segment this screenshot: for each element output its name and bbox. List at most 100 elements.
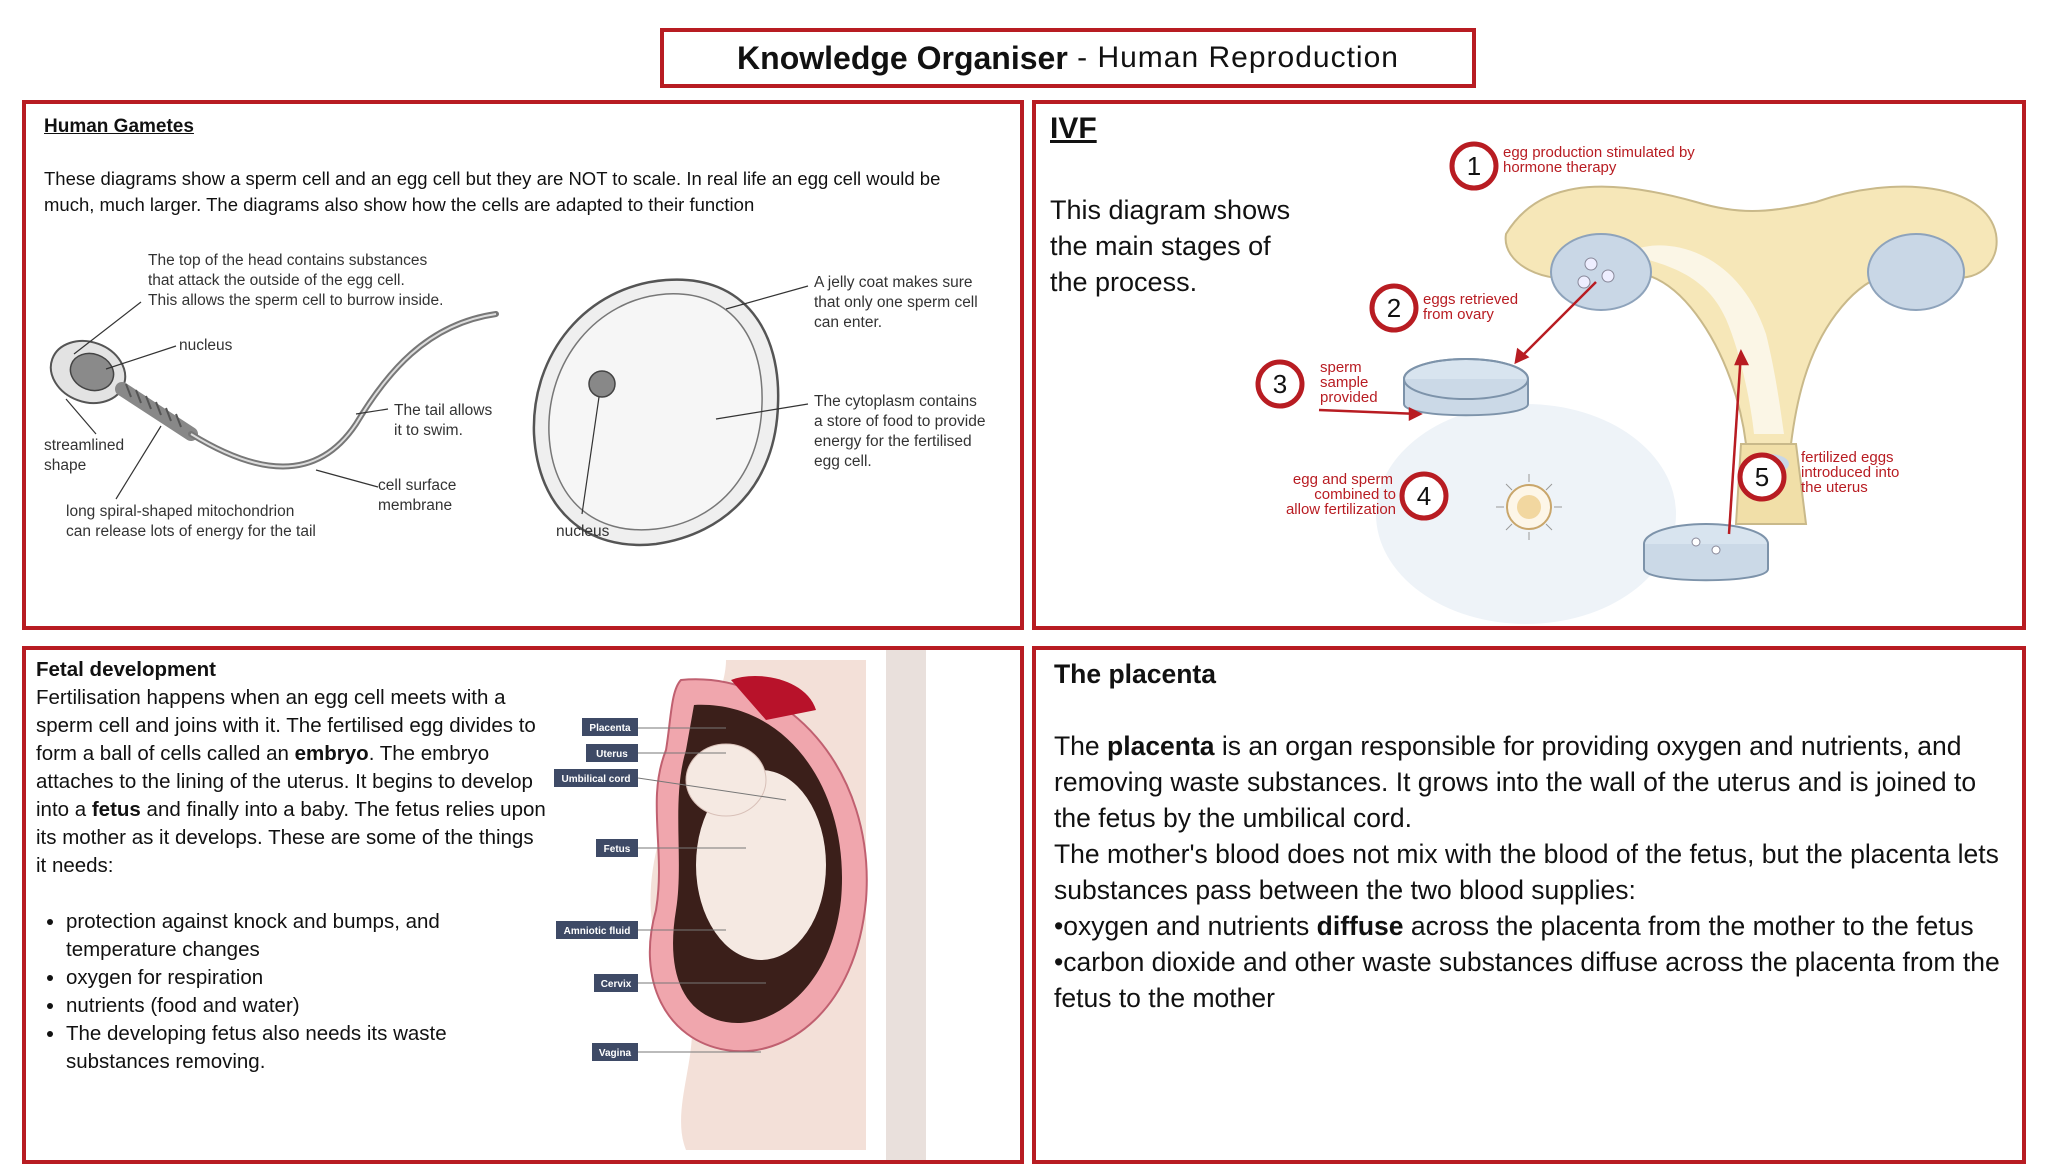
fetal-labels: Placenta Uterus Umbilical cord Fetus Amn… [554, 718, 638, 1061]
placenta-p1c: is an organ responsible for providing ox… [1054, 731, 1977, 833]
ivf-step-5-l1: fertilized eggs [1801, 449, 1894, 466]
ivf-step-2-l2: from ovary [1423, 306, 1494, 323]
gametes-panel: Human Gametes These diagrams show a sper… [22, 100, 1024, 630]
title-separator: - [1067, 41, 1098, 74]
sperm-label-membrane-1: cell surface [378, 477, 456, 494]
gametes-intro: These diagrams show a sperm cell and an … [44, 166, 940, 218]
fetal-diagram: Placenta Uterus Umbilical cord Fetus Amn… [554, 650, 926, 1160]
egg-label-cyto-4: egg cell. [814, 453, 872, 470]
ivf-step-5-l3: the uterus [1801, 479, 1868, 496]
sperm-label-membrane-2: membrane [378, 497, 452, 514]
fetal-label-placenta: Placenta [589, 723, 631, 734]
ivf-step-3-num: 3 [1273, 369, 1287, 399]
fetal-label-amniotic: Amniotic fluid [564, 926, 631, 937]
ivf-step-5-num: 5 [1755, 462, 1769, 492]
egg-cell [532, 278, 780, 547]
egg-label-cyto-3: energy for the fertilised [814, 433, 972, 450]
egg-label-nucleus: nucleus [556, 523, 610, 540]
ivf-step-5-l2: introduced into [1801, 464, 1899, 481]
ivf-step-4-num: 4 [1417, 481, 1431, 511]
petri-dish-embryos [1643, 523, 1769, 582]
ivf-panel: IVF This diagram shows the main stages o… [1032, 100, 2026, 630]
gametes-intro-line1: These diagrams show a sperm cell and an … [44, 168, 941, 189]
placenta-p1a: The [1054, 731, 1108, 761]
fetal-para-1c: . The embryo attaches to the lining of t… [36, 742, 533, 821]
ivf-text-3: the process. [1050, 267, 1198, 297]
egg-label-jelly-2: that only one sperm cell [814, 294, 978, 311]
title-sub: Human Reproduction [1097, 41, 1399, 74]
gametes-heading: Human Gametes [44, 116, 194, 137]
placenta-bullet-2: •carbon dioxide and other waste substanc… [1054, 947, 2000, 1013]
placenta-bullet-1: •oxygen and nutrients diffuse across the… [1054, 908, 2010, 944]
placenta-b1c: across the placenta from the mother to t… [1403, 911, 1974, 941]
ivf-step-1-l2: hormone therapy [1503, 159, 1617, 176]
sperm-label-mito-1: long spiral-shaped mitochondrion [66, 503, 294, 520]
placenta-paragraph-1: The placenta is an organ responsible for… [1054, 728, 2010, 836]
egg-label-jelly-3: can enter. [814, 314, 882, 331]
sperm-cell [49, 311, 499, 470]
egg-label-jelly-1: A jelly coat makes sure [814, 274, 973, 291]
pregnancy-cross-section [648, 650, 926, 1160]
gametes-intro-line2: much, much larger. The diagrams also sho… [44, 194, 755, 215]
ivf-text-2: the main stages of [1050, 231, 1271, 261]
egg-label-cyto-1: The cytoplasm contains [814, 393, 977, 410]
fetal-label-fetus: Fetus [604, 844, 631, 855]
ivf-step-3: 3 sperm sample provided [1255, 359, 1378, 409]
ivf-step-4: 4 egg and sperm combined to allow fertil… [1286, 471, 1449, 521]
fetal-label-cord: Umbilical cord [562, 774, 631, 785]
fetal-para-1e: and finally into a baby. The fetus relie… [36, 798, 546, 877]
ivf-diagram: 1 egg production stimulated by hormone t… [1255, 141, 1998, 624]
fetal-label-uterus: Uterus [596, 749, 628, 760]
ivf-heading: IVF [1050, 112, 1097, 145]
fetal-para-1a: Fertilisation happens when an egg cell m… [36, 686, 536, 765]
fetal-text: Fetal development Fertilisation happens … [36, 656, 548, 1076]
ivf-step-4-l3: allow fertilization [1286, 501, 1396, 518]
fetal-paragraph: Fertilisation happens when an egg cell m… [36, 684, 548, 880]
ivf-step-3-l3: provided [1320, 389, 1378, 406]
sperm-label-tail-2: it to swim. [394, 422, 463, 439]
egg-label-cyto-2: a store of food to provide [814, 413, 985, 430]
list-item: protection against knock and bumps, and … [66, 908, 548, 964]
placenta-b1a: •oxygen and nutrients [1054, 911, 1317, 941]
gametes-diagram: The top of the head contains substances … [44, 252, 985, 547]
sperm-label-head-2: that attack the outside of the egg cell. [148, 272, 405, 289]
placenta-panel: The placenta The placenta is an organ re… [1032, 646, 2026, 1164]
ivf-step-1-num: 1 [1467, 151, 1481, 181]
list-item: oxygen for respiration [66, 964, 548, 992]
fetal-para-fetus: fetus [91, 798, 141, 821]
sperm-label-head-3: This allows the sperm cell to burrow ins… [148, 292, 443, 309]
placenta-b1-bold: diffuse [1316, 911, 1404, 941]
fetal-needs-list: protection against knock and bumps, and … [36, 908, 548, 1076]
ivf-step-3-l2: sample [1320, 374, 1368, 391]
sperm-label-stream-1: streamlined [44, 437, 124, 454]
sperm-label-head-1: The top of the head contains substances [148, 252, 427, 269]
fetal-panel: Fetal development Fertilisation happens … [22, 646, 1024, 1164]
fertilization-egg [1496, 474, 1562, 540]
ivf-step-4-l1: egg and sperm [1293, 471, 1393, 488]
placenta-p1-bold: placenta [1107, 731, 1215, 761]
sperm-label-nucleus: nucleus [179, 337, 233, 354]
petri-dish-sperm [1403, 358, 1529, 417]
ivf-step-3-l1: sperm [1320, 359, 1362, 376]
sperm-label-stream-2: shape [44, 457, 86, 474]
placenta-text: The placenta The placenta is an organ re… [1054, 656, 2010, 1016]
title-main: Knowledge Organiser [737, 39, 1068, 76]
sperm-label-tail-1: The tail allows [394, 402, 492, 419]
ivf-step-2-num: 2 [1387, 293, 1401, 323]
ivf-step-2: 2 eggs retrieved from ovary [1369, 283, 1518, 333]
ivf-step-1: 1 egg production stimulated by hormone t… [1449, 141, 1695, 191]
fetal-para-embryo: embryo [294, 742, 369, 765]
placenta-paragraph-2: The mother's blood does not mix with the… [1054, 839, 1999, 905]
ivf-step-5: 5 fertilized eggs introduced into the ut… [1737, 449, 1899, 502]
fetal-label-cervix: Cervix [601, 979, 632, 990]
title-banner: Knowledge Organiser - Human Reproduction [660, 28, 1476, 88]
placenta-heading: The placenta [1054, 659, 1216, 689]
list-item: The developing fetus also needs its wast… [66, 1020, 548, 1076]
fetal-heading: Fetal development [36, 658, 216, 681]
sperm-label-mito-2: can release lots of energy for the tail [66, 523, 316, 540]
ivf-text: This diagram shows the main stages of th… [1050, 192, 1290, 300]
list-item: nutrients (food and water) [66, 992, 548, 1020]
ivf-step-1-l1: egg production stimulated by [1503, 144, 1695, 161]
fetal-label-vagina: Vagina [599, 1048, 632, 1059]
ivf-step-2-l1: eggs retrieved [1423, 291, 1518, 308]
